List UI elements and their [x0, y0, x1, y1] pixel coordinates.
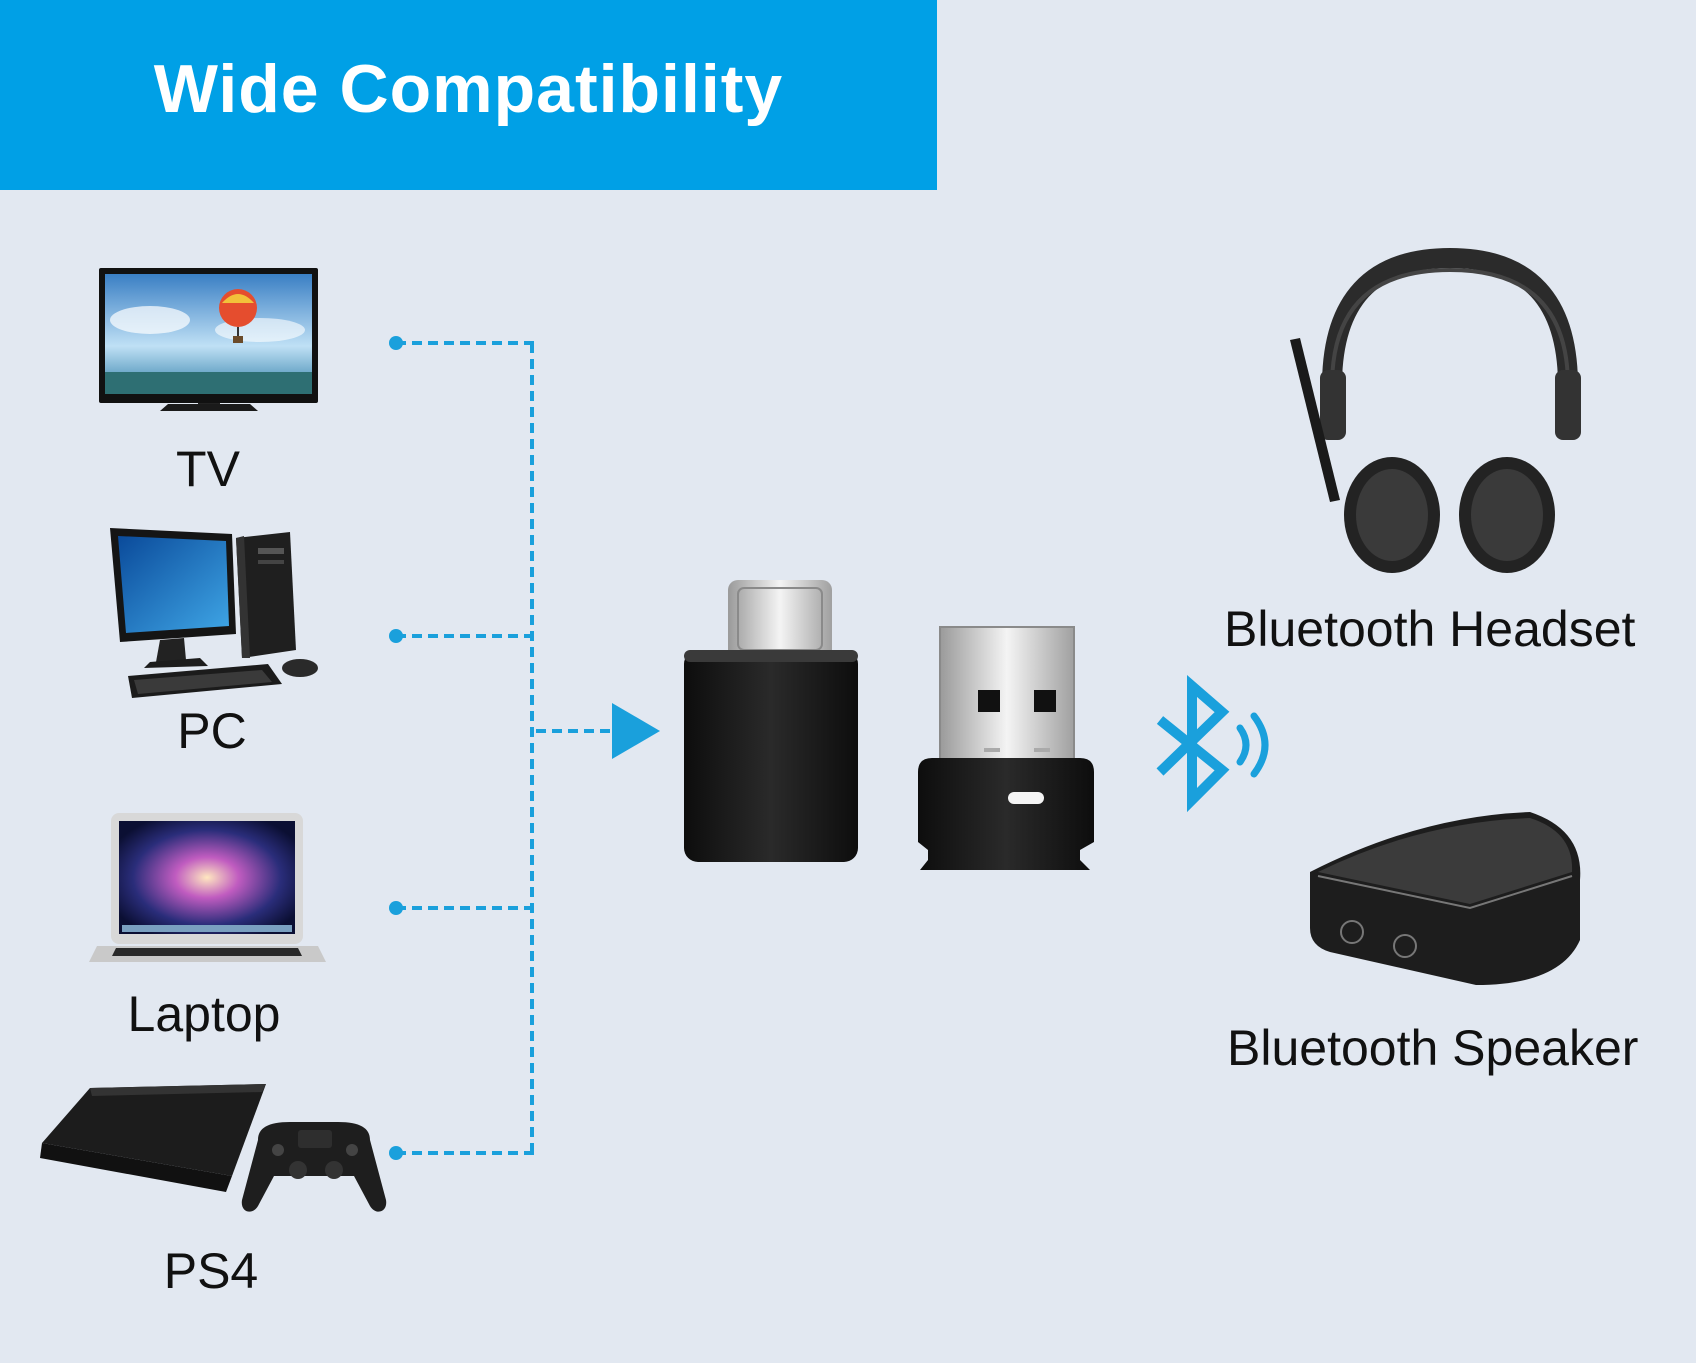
signal-waves-icon: [1236, 712, 1269, 778]
connector-dots: [389, 336, 403, 1160]
pc-icon: [110, 528, 318, 698]
ps4-label: PS4: [163, 1243, 259, 1299]
header-banner: Wide Compatibility: [0, 0, 937, 190]
headset-label: Bluetooth Headset: [1224, 601, 1636, 657]
pc-label: PC: [177, 703, 247, 759]
page-title: Wide Compatibility: [153, 51, 784, 127]
bluetooth-icon: [1156, 675, 1230, 813]
headset-icon: [1290, 247, 1581, 573]
speaker-label: Bluetooth Speaker: [1227, 1020, 1639, 1076]
laptop-label: Laptop: [127, 986, 281, 1042]
arrow-icon: [612, 703, 660, 759]
source-connectors: [396, 341, 610, 1155]
tv-icon: [99, 268, 318, 411]
usb-dongle-icon: [918, 626, 1094, 870]
speaker-icon: [1310, 812, 1581, 985]
tv-label: TV: [176, 441, 240, 497]
laptop-icon: [89, 813, 326, 962]
usb-c-adapter-icon: [684, 580, 858, 862]
ps4-icon: [40, 1084, 387, 1212]
